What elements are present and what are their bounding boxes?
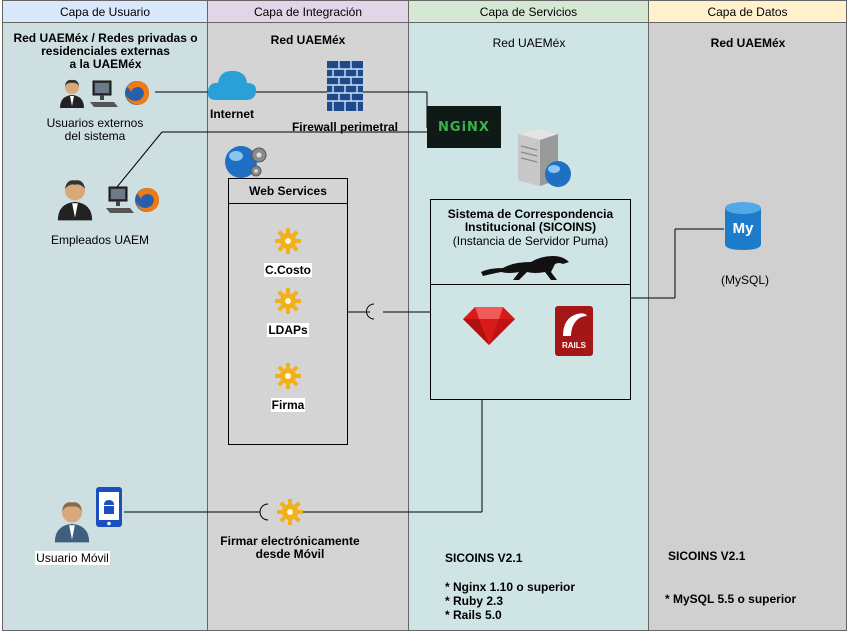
signature-gear-icon (275, 363, 301, 389)
mysql-label: (MySQL) (721, 273, 769, 287)
web-services-title: Web Services (249, 184, 327, 198)
data-network-label: Red UAEMéx (710, 36, 786, 50)
sicoins-system-box: Sistema de Correspondencia Institucional… (430, 199, 631, 400)
system-line-1: Sistema de Correspondencia (447, 207, 614, 221)
sicoins-system-header: Sistema de Correspondencia Institucional… (431, 200, 630, 285)
cost-center-gear-icon (275, 228, 301, 254)
mysql-cylinder-icon: My (724, 201, 762, 251)
mobile-sign-label: Firmar electrónicamente desde Móvil (210, 535, 370, 561)
mobile-sign-line-1: Firmar electrónicamente (220, 534, 360, 548)
mobile-user-icon (54, 502, 90, 543)
user-network-line-3: a la UAEMéx (69, 57, 142, 71)
web-services-globe-icon (225, 146, 267, 178)
firewall-label: Firewall perimetral (291, 120, 399, 134)
employee-computer-icon (106, 186, 134, 213)
data-requirements: * MySQL 5.5 o superior (665, 592, 796, 606)
ruby-icon (463, 307, 515, 345)
database-icon (725, 202, 761, 250)
requirement-ruby: * Ruby 2.3 (445, 594, 504, 608)
lane-header-servicios: Capa de Servicios (409, 1, 648, 23)
internet-label: Internet (209, 107, 254, 121)
nginx-logo: NGiNX (427, 106, 501, 148)
requirement-rails: * Rails 5.0 (445, 608, 502, 622)
puma-icon (481, 256, 569, 280)
services-version: SICOINS V2.1 (445, 551, 523, 565)
signature-label: Firma (248, 398, 328, 412)
external-users-label: Usuarios externos del sistema (30, 117, 160, 143)
nginx-logo-text: NGiNX (438, 119, 490, 135)
server-icon (518, 128, 571, 187)
integration-network-label: Red UAEMéx (270, 33, 346, 47)
mobile-user-label: Usuario Móvil (30, 551, 115, 565)
rails-logo-text: RAILS (562, 341, 586, 350)
mysql-logo-text: My (732, 220, 754, 237)
rails-logo: RAILS (555, 306, 593, 356)
user-network-label: Red UAEMéx / Redes privadas o residencia… (8, 32, 203, 71)
mobile-sign-line-2: desde Móvil (255, 547, 325, 561)
employee-user-icon (57, 180, 93, 221)
employee-firefox-icon (135, 188, 159, 212)
internet-cloud-icon (207, 70, 257, 100)
cost-center-text: C.Costo (264, 263, 312, 277)
external-user-icon (60, 79, 84, 108)
external-users-line-1: Usuarios externos (46, 116, 144, 130)
firefox-icon (125, 81, 149, 105)
system-line-3: (Instancia de Servidor Puma) (452, 234, 609, 248)
firewall-icon (327, 61, 363, 111)
android-phone-icon (96, 487, 122, 527)
signature-text: Firma (270, 398, 306, 412)
system-line-2: Institucional (SICOINS) (464, 220, 597, 234)
lane-header-datos: Capa de Datos (649, 1, 846, 23)
services-network-label: Red UAEMéx (492, 36, 566, 50)
rails-icon (563, 313, 587, 336)
data-version: SICOINS V2.1 (668, 549, 746, 563)
mobile-user-text: Usuario Móvil (35, 551, 110, 565)
mobile-sign-gear-icon (277, 499, 303, 525)
web-services-box: Web Services (228, 178, 348, 445)
ldaps-gear-icon (275, 288, 301, 314)
ldaps-label: LDAPs (248, 323, 328, 337)
user-network-line-2: residenciales externas (41, 44, 170, 58)
services-requirements: * Nginx 1.10 o superior * Ruby 2.3 * Rai… (445, 580, 575, 622)
requirement-nginx: * Nginx 1.10 o superior (445, 580, 576, 594)
external-users-line-2: del sistema (64, 129, 126, 143)
lane-servicios: Capa de Servicios (408, 0, 649, 631)
lane-header-integracion: Capa de Integración (208, 1, 408, 23)
lane-datos: Capa de Datos (648, 0, 847, 631)
user-network-line-1: Red UAEMéx / Redes privadas o (13, 31, 198, 45)
desktop-computer-icon (90, 80, 118, 107)
employees-label: Empleados UAEM (50, 233, 150, 247)
requirement-mysql: * MySQL 5.5 o superior (665, 592, 797, 606)
lane-integracion: Capa de Integración (207, 0, 409, 631)
web-services-header: Web Services (229, 179, 347, 204)
lane-header-usuario: Capa de Usuario (3, 1, 207, 23)
ldaps-text: LDAPs (267, 323, 309, 337)
cost-center-label: C.Costo (248, 263, 328, 277)
